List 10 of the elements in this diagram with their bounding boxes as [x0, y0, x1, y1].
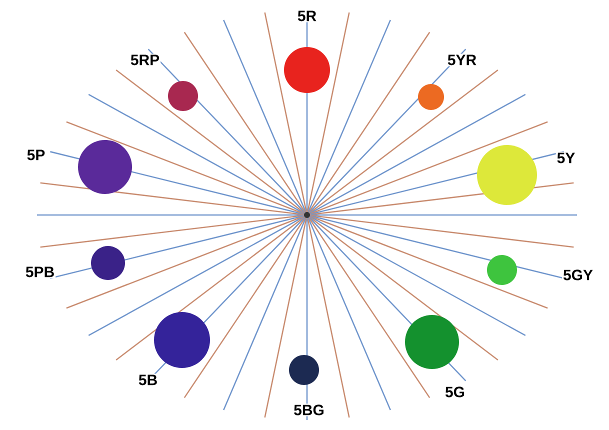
hue-label: 5RP [129, 54, 161, 66]
hue-label: 5GY [562, 268, 594, 282]
hue-label: 5G [444, 386, 466, 398]
hue-label: 5PB [24, 266, 56, 278]
hue-label: 5BG [292, 404, 326, 416]
hue-label: 5YR [446, 54, 478, 66]
hue-label: 5P [26, 148, 46, 162]
hue-label: 5Y [556, 152, 576, 164]
hue-label: 5R [296, 10, 318, 22]
hue-label: 5B [137, 374, 159, 386]
